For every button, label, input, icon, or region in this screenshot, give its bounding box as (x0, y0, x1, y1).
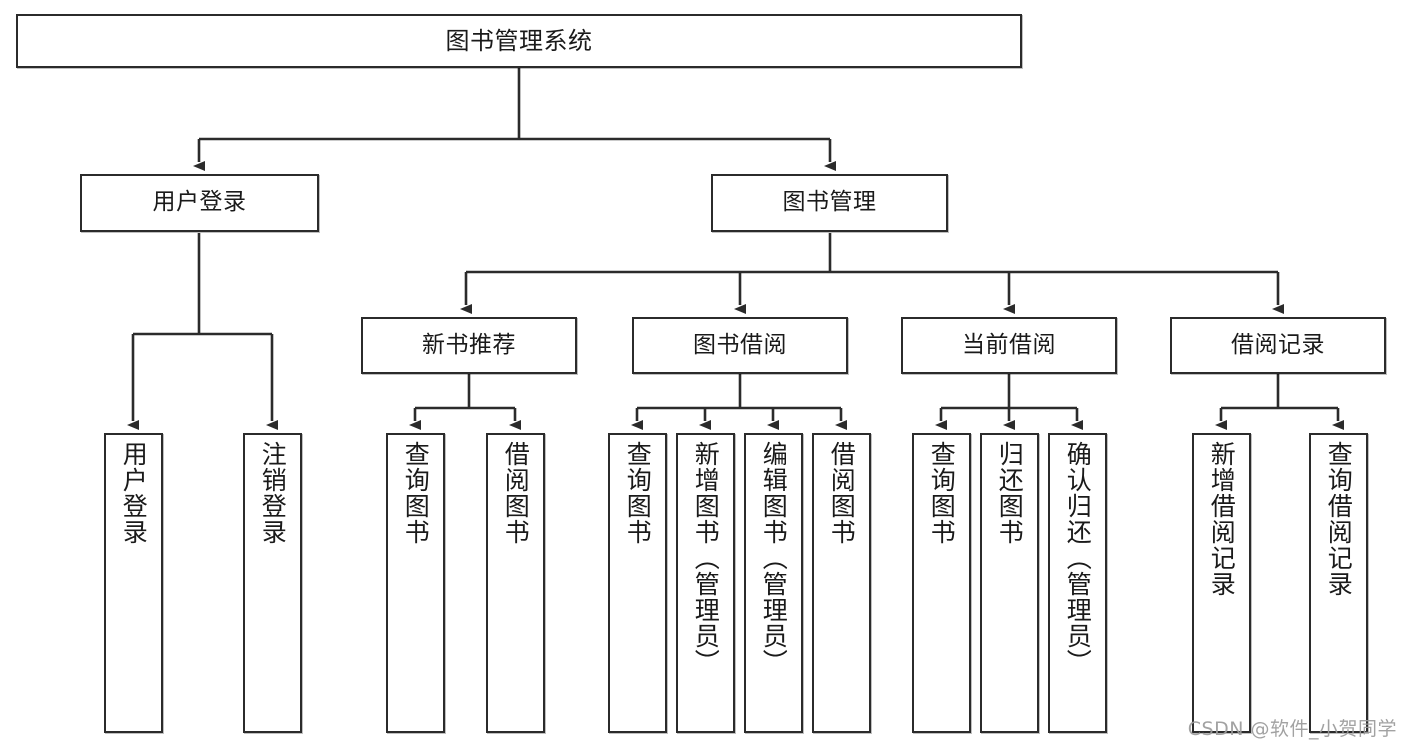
node-new-book-recommend[interactable]: 新书推荐 (361, 317, 577, 374)
node-label: 新增借阅记录 (1207, 441, 1237, 597)
watermark-text: CSDN @软件_小贺同学 (1187, 718, 1397, 740)
node-borrow-record[interactable]: 借阅记录 (1170, 317, 1386, 374)
node-label: 借阅记录 (1231, 331, 1325, 358)
node-label: 查询借阅记录 (1324, 441, 1354, 597)
node-current-borrow[interactable]: 当前借阅 (901, 317, 1117, 374)
node-label: 新增图书（管理员） (691, 441, 721, 675)
node-label: 编辑图书（管理员） (759, 441, 789, 675)
leaf-add-record[interactable]: 新增借阅记录 (1192, 433, 1251, 733)
leaf-query-record[interactable]: 查询借阅记录 (1309, 433, 1368, 733)
node-label: 图书管理系统 (445, 26, 593, 55)
leaf-logout-login[interactable]: 注销登录 (243, 433, 302, 733)
node-label: 用户登录 (152, 189, 247, 216)
node-label: 当前借阅 (962, 331, 1056, 358)
node-label: 用户登录 (119, 441, 149, 545)
node-label: 确认归还（管理员） (1063, 441, 1093, 675)
node-label: 新书推荐 (422, 331, 516, 358)
leaf-edit-book[interactable]: 编辑图书（管理员） (744, 433, 803, 733)
node-label: 图书借阅 (693, 331, 787, 358)
node-label: 查询图书 (401, 441, 431, 545)
leaf-borrow-book-1[interactable]: 借阅图书 (486, 433, 545, 733)
leaf-user-login[interactable]: 用户登录 (104, 433, 163, 733)
node-label: 查询图书 (927, 441, 957, 545)
node-root-图书管理系统[interactable]: 图书管理系统 (16, 14, 1022, 68)
node-user-login[interactable]: 用户登录 (80, 174, 319, 232)
leaf-borrow-book-2[interactable]: 借阅图书 (812, 433, 871, 733)
node-label: 归还图书 (995, 441, 1025, 545)
leaf-query-book-3[interactable]: 查询图书 (912, 433, 971, 733)
leaf-query-book-1[interactable]: 查询图书 (386, 433, 445, 733)
node-label: 借阅图书 (501, 441, 531, 545)
node-label: 注销登录 (258, 441, 288, 545)
node-label: 图书管理 (782, 189, 877, 216)
leaf-confirm-return[interactable]: 确认归还（管理员） (1048, 433, 1107, 733)
node-label: 查询图书 (623, 441, 653, 545)
leaf-return-book[interactable]: 归还图书 (980, 433, 1039, 733)
node-label: 借阅图书 (827, 441, 857, 545)
leaf-add-book[interactable]: 新增图书（管理员） (676, 433, 735, 733)
node-book-manage[interactable]: 图书管理 (711, 174, 948, 232)
node-book-borrow[interactable]: 图书借阅 (632, 317, 848, 374)
leaf-query-book-2[interactable]: 查询图书 (608, 433, 667, 733)
